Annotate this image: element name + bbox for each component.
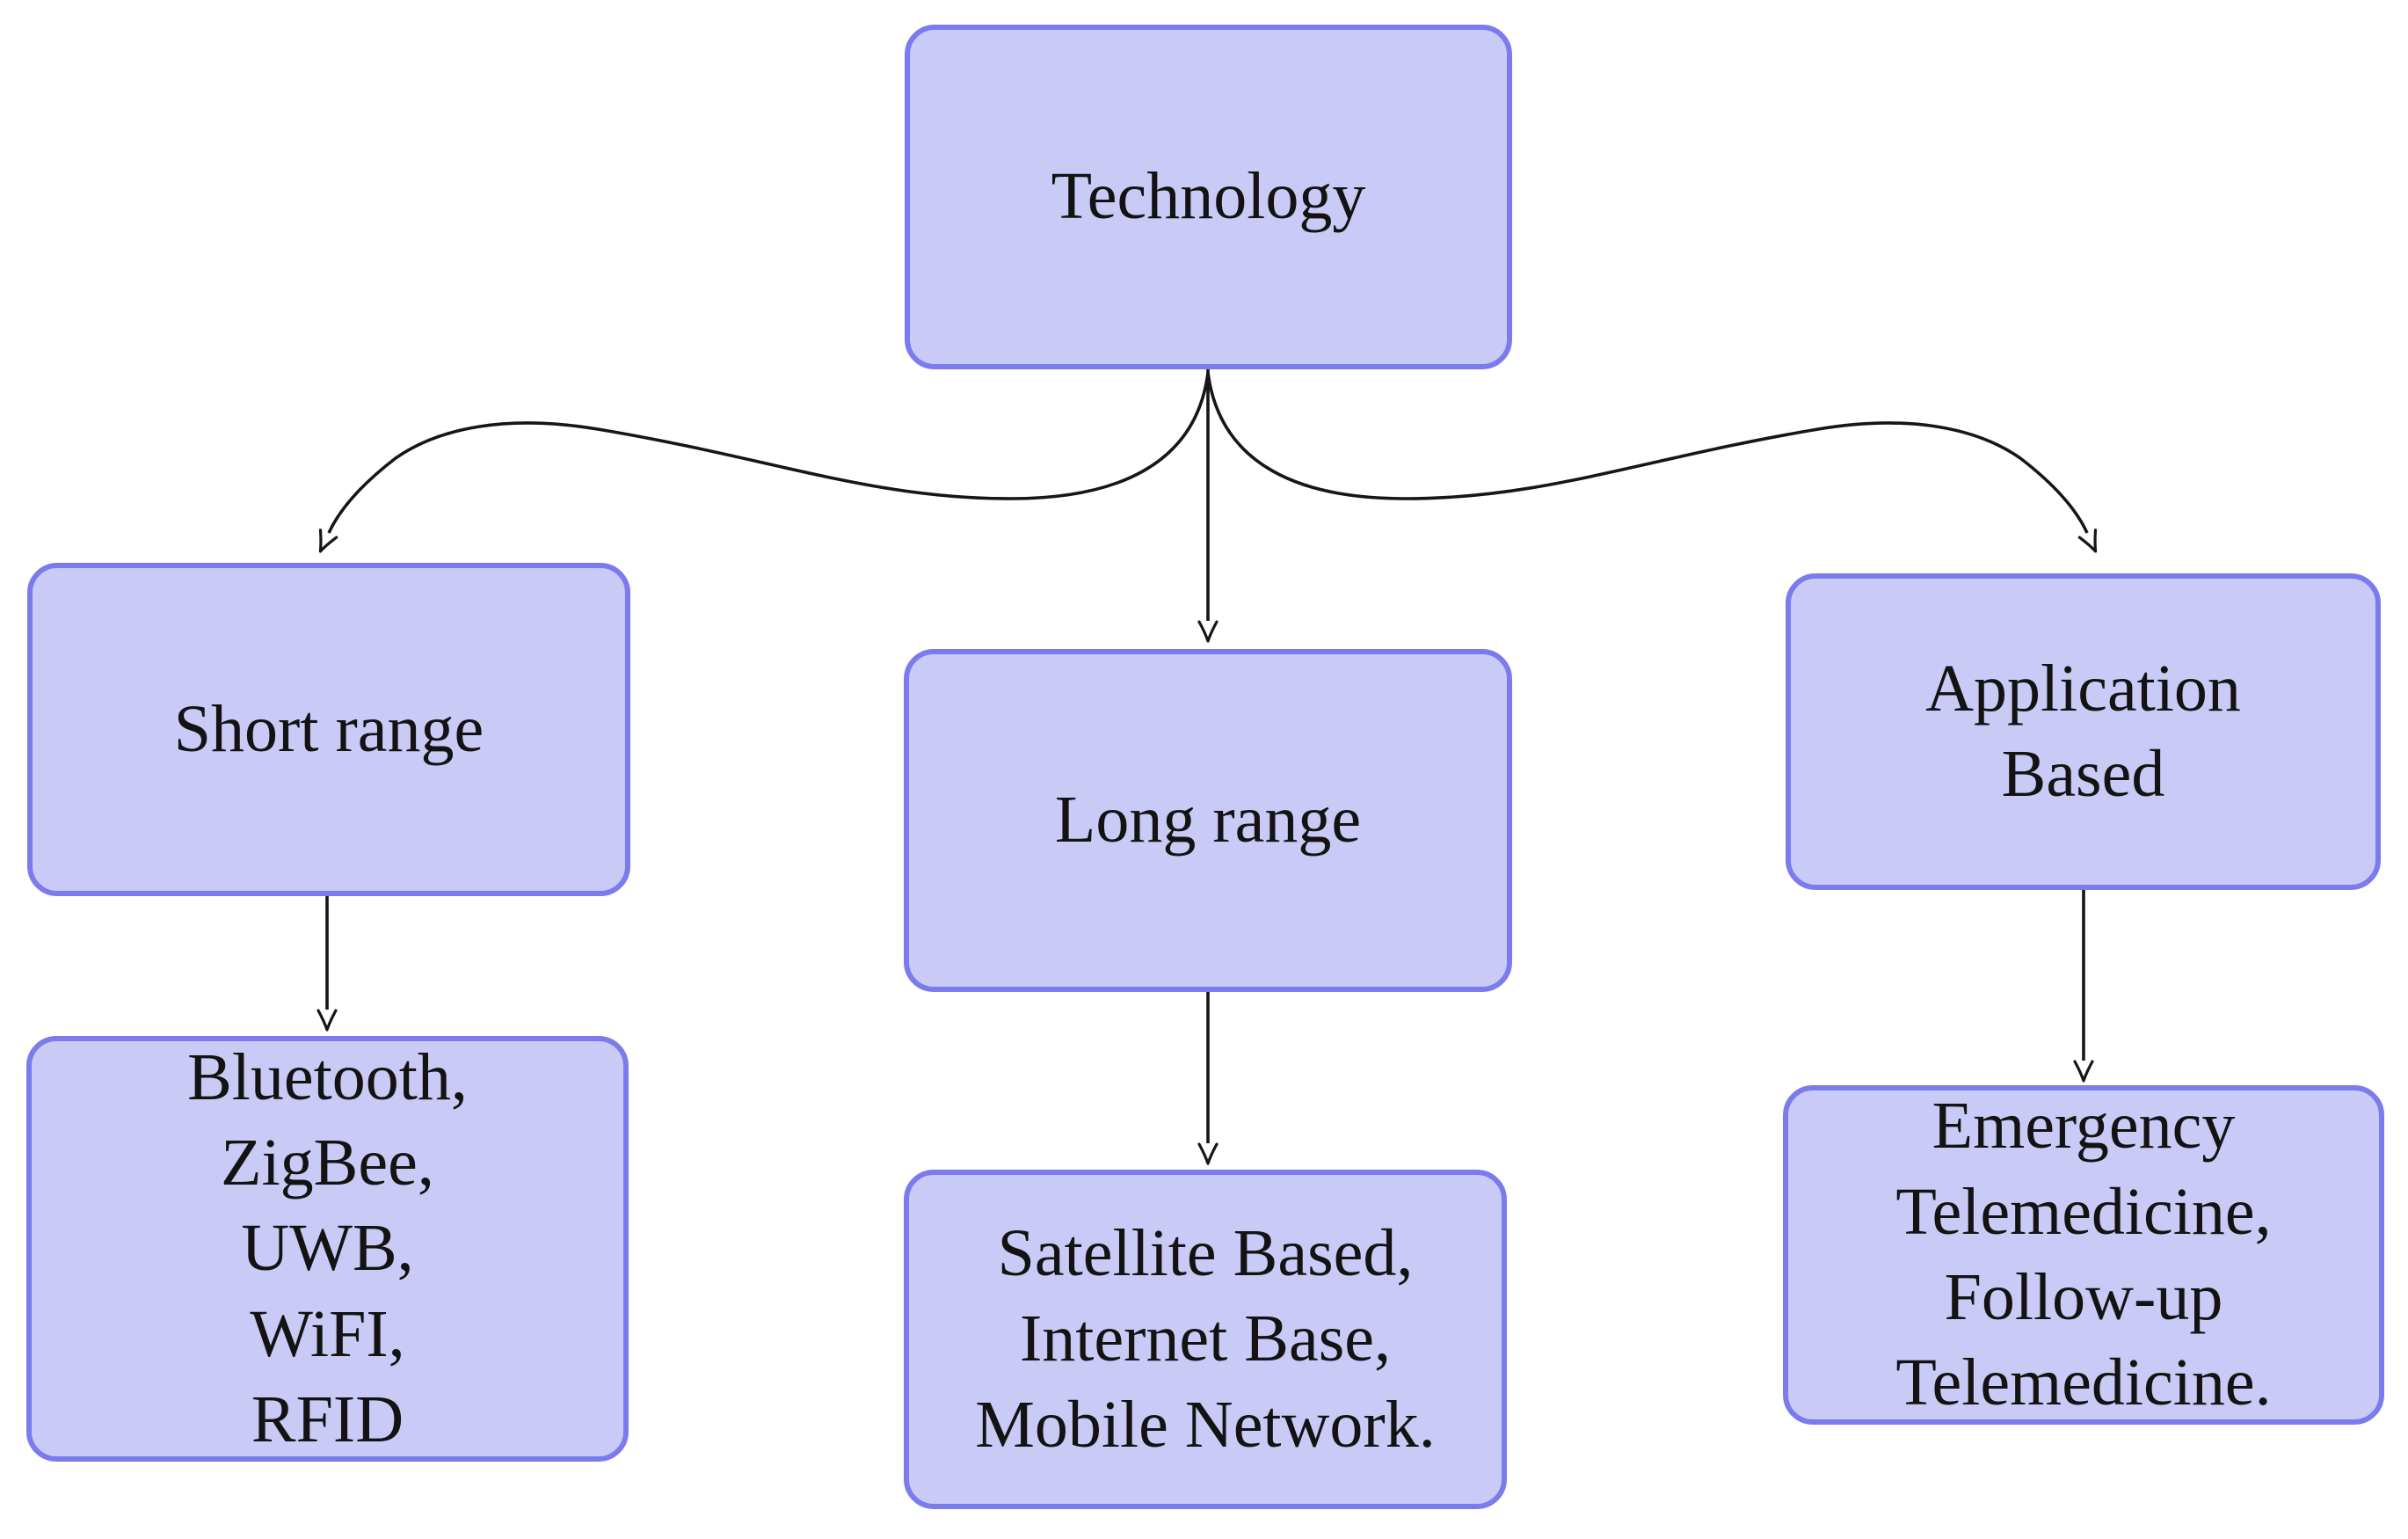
node-short-range: Short range <box>27 563 630 896</box>
edge-technology-to-short-range <box>318 372 1210 553</box>
node-long-range-techs: Satellite Based, Internet Base, Mobile N… <box>904 1170 1507 1509</box>
node-application-based: Application Based <box>1786 573 2381 890</box>
node-long-range: Long range <box>904 649 1512 992</box>
node-label-line: Technology <box>1051 159 1366 234</box>
node-label-line: Long range <box>1054 783 1362 857</box>
node-label-line: Application <box>1925 651 2241 726</box>
node-label-line: RFID <box>251 1382 404 1456</box>
node-short-range-techs: Bluetooth, ZigBee, UWB, WiFI, RFID <box>26 1036 629 1462</box>
node-label-line: Bluetooth, <box>187 1039 468 1114</box>
node-label-line: WiFI, <box>250 1296 405 1371</box>
node-technology: Technology <box>905 25 1512 369</box>
node-label-line: Based <box>2001 737 2165 811</box>
node-label-line: ZigBee, <box>221 1126 434 1200</box>
edge-technology-to-application-based <box>1206 372 2098 553</box>
node-application-types: Emergency Telemedicine, Follow-up Teleme… <box>1783 1085 2384 1425</box>
node-label-line: Mobile Network. <box>975 1387 1436 1462</box>
node-label-line: Telemedicine. <box>1895 1346 2272 1420</box>
node-label-line: Follow-up <box>1944 1260 2223 1334</box>
node-label-line: UWB, <box>241 1211 414 1286</box>
node-label-line: Internet Base, <box>1019 1302 1392 1376</box>
node-label-line: Short range <box>173 691 484 766</box>
node-label-line: Telemedicine, <box>1895 1174 2272 1249</box>
node-label-line: Emergency <box>1931 1089 2236 1163</box>
node-label-line: Satellite Based, <box>997 1216 1414 1291</box>
